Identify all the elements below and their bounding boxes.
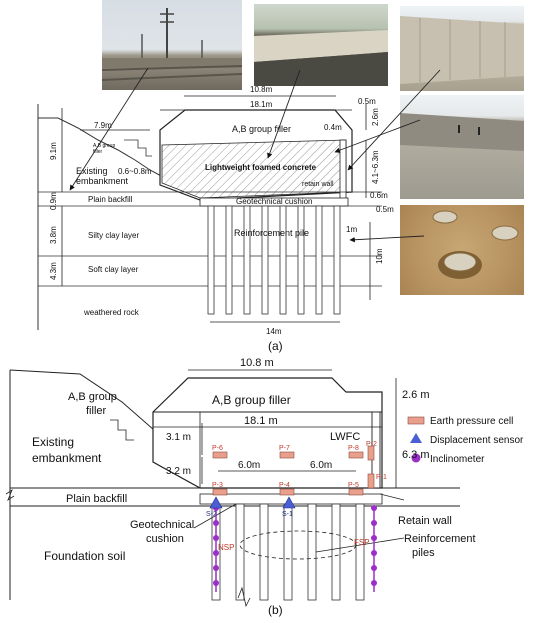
dim-b-top-width: 10.8 m [240, 357, 274, 369]
legend-cell-swatch [407, 416, 425, 425]
cell-label-p4: P-4 [279, 482, 290, 489]
label-a-step-filler-1: A,B group [93, 143, 115, 149]
label-a-cushion: Geotechnical cushion [236, 197, 313, 206]
pressure-cell-p4 [279, 488, 295, 496]
pressure-cell-p6 [212, 451, 228, 459]
label-a-backfill: Plain backfill [88, 195, 133, 204]
inclinometer-left [213, 505, 219, 592]
dim-a-pile-length: 10m [375, 248, 384, 264]
dim-b-top-thickness: 2.6 m [402, 389, 430, 401]
label-b-lwfc: LWFC [330, 431, 360, 443]
label-b-existing-2: embankment [32, 451, 102, 465]
label-a-pile: Reinforcement pile [234, 228, 309, 238]
sensor-label-s2: S-2 [206, 511, 217, 518]
inclinometer-right [371, 505, 377, 592]
dim-a-top-thickness: 2.6m [371, 108, 380, 126]
label-b-backfill: Plain backfill [66, 493, 127, 505]
cell-label-p3: P-3 [212, 482, 223, 489]
dim-b-lower-gap: 3.2 m [166, 466, 191, 477]
label-a-rock: weathered rock [83, 308, 140, 317]
sensor-label-s1: S-1 [282, 511, 293, 518]
caption-a: (a) [268, 339, 283, 353]
sensor-s1-marker [282, 496, 296, 509]
label-a-retain-wall: retain wall [302, 181, 334, 188]
label-a-step-filler-2: filler [93, 149, 103, 155]
label-b-cushion-1: Geotechnical [130, 519, 194, 531]
label-b-cushion-2: cushion [146, 533, 184, 545]
dim-a-backfill-thickness: 0.9m [49, 192, 58, 210]
pile-heads-graphic [432, 210, 519, 279]
label-b-piles-1: Reinforcement [404, 533, 476, 545]
legend-sensor-swatch [410, 433, 422, 443]
cell-label-p5: P-5 [348, 482, 359, 489]
panel-a [37, 67, 441, 330]
cell-label-p1: P-1 [376, 474, 387, 481]
pressure-cell-p8 [348, 451, 364, 459]
pressure-cell-p2 [367, 445, 375, 461]
label-b-foundation: Foundation soil [44, 549, 125, 563]
foamed-concrete-graphic [400, 113, 524, 151]
dim-a-wall-height: 4.1~6.3m [371, 150, 380, 184]
label-a-lwfc: Lightweight foamed concrete [205, 163, 317, 172]
dim-a-step-size: 0.6~0.8m [118, 167, 152, 176]
label-a-filler: A,B group filler [232, 124, 291, 134]
legend-label-inclinometer: Inclinometer [430, 454, 485, 465]
dim-a-wall-base: 0.5m [376, 205, 394, 214]
pile-group-a [207, 205, 341, 315]
dim-a-cushion-extra: 0.6m [370, 191, 388, 200]
label-a-silty: Silty clay layer [88, 231, 139, 240]
pressure-cell-p5 [348, 488, 364, 496]
cell-label-p7: P-7 [279, 445, 290, 452]
label-a-existing-2: embankment [76, 176, 129, 186]
label-a-soft: Soft clay layer [88, 265, 139, 274]
label-b-fsp: FSP [354, 538, 370, 547]
pressure-cell-p7 [279, 451, 295, 459]
dim-b-spacing-right: 6.0m [310, 460, 332, 471]
label-b-filler-main: A,B group filler [212, 393, 291, 407]
legend-inclinometer-swatch [411, 453, 421, 463]
legend [407, 416, 425, 463]
pressure-cell-p3 [212, 488, 228, 496]
wall-construction-graphic [254, 30, 388, 86]
dim-a-right-offset: 0.5m [358, 97, 376, 106]
dim-a-silty-thickness: 3.8m [49, 226, 58, 244]
retaining-wall-photo [400, 6, 524, 91]
label-b-piles-2: piles [412, 547, 435, 559]
pressure-cell-p1 [367, 473, 375, 489]
sensor-s2-marker [209, 496, 223, 509]
dim-b-base-width: 18.1 m [244, 415, 278, 427]
dim-a-left-step: 7.9m [94, 121, 112, 130]
dim-b-spacing-left: 6.0m [238, 460, 260, 471]
cell-label-p6: P-6 [212, 445, 223, 452]
legend-label-sensor: Displacement sensor [430, 435, 524, 446]
legend-label-cell: Earth pressure cell [430, 416, 513, 427]
dim-b-upper-gap: 3.1 m [166, 432, 191, 443]
caption-b: (b) [268, 603, 283, 617]
label-b-retain-wall: Retain wall [398, 515, 452, 527]
railway-site-photo [102, 0, 242, 90]
dim-a-top-width: 10.8m [250, 85, 273, 94]
label-a-existing-1: Existing [76, 166, 108, 176]
dim-a-base-width: 18.1m [250, 100, 273, 109]
dim-a-soft-thickness: 4.3m [49, 262, 58, 280]
label-b-nsp: NSP [218, 543, 234, 552]
dim-a-pile-zone-width: 14m [266, 327, 282, 336]
dim-b-lwfc-height: 6.3 m [402, 449, 430, 461]
label-b-filler-2: filler [86, 405, 107, 417]
label-b-filler-1: A,B group [68, 391, 117, 403]
label-b-existing-1: Existing [32, 435, 74, 449]
pile-heads-photo [400, 205, 524, 295]
cell-label-p8: P-8 [348, 445, 359, 452]
dim-a-pile-spacing: 1m [346, 225, 357, 234]
panel-b [5, 369, 460, 608]
foamed-concrete-photo [400, 95, 524, 199]
wall-construction-photo [254, 4, 388, 86]
pile-group-b [211, 503, 365, 601]
dim-a-left-height: 9.1m [49, 142, 58, 160]
cell-label-p2: P-2 [366, 441, 377, 448]
dim-a-wall-width: 0.4m [324, 123, 342, 132]
retaining-wall-graphic [400, 16, 524, 84]
railway-site-graphic [102, 8, 242, 81]
